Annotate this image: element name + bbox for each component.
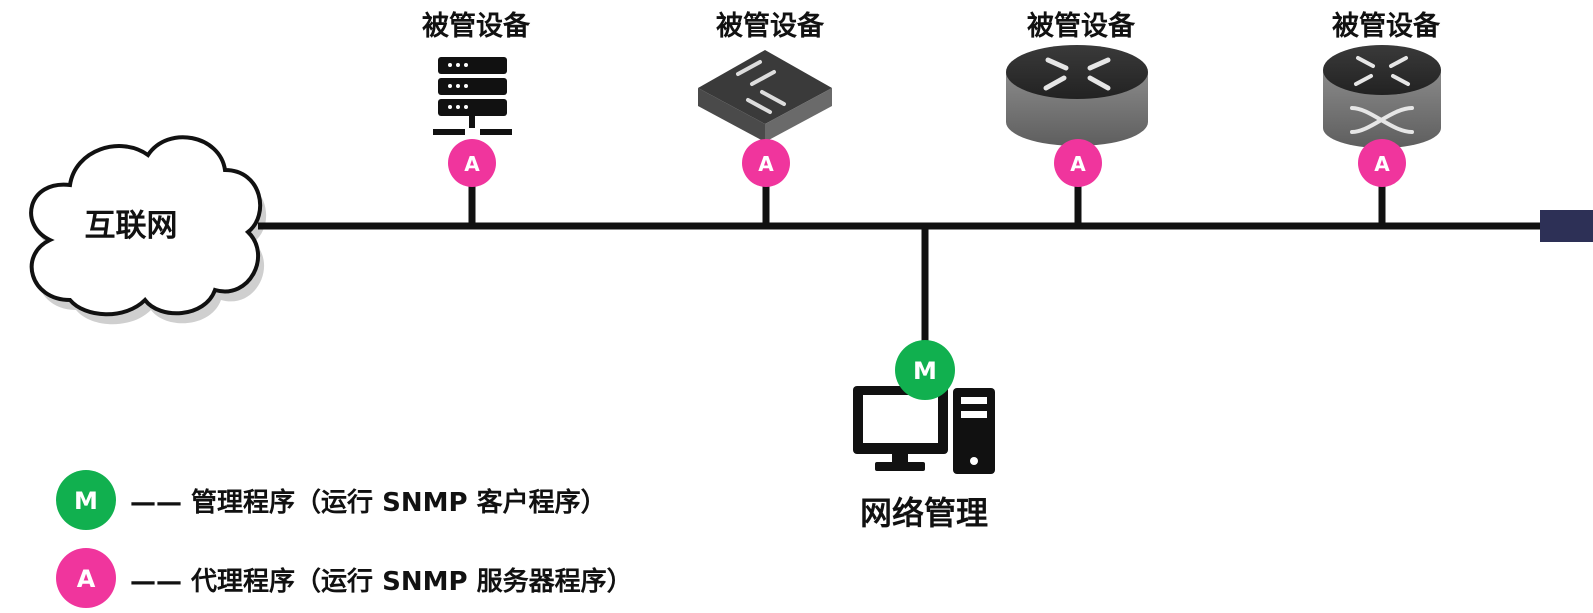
legend-agent-text: —— 代理程序（运行 SNMP 服务器程序） bbox=[130, 567, 633, 597]
agent-badge-text: A bbox=[464, 152, 480, 176]
desktop-computer-icon bbox=[853, 386, 995, 474]
legend-manager-text: —— 管理程序（运行 SNMP 客户程序） bbox=[130, 488, 607, 518]
internet-cloud-icon bbox=[29, 135, 267, 325]
legend-manager-badge: M bbox=[56, 470, 116, 530]
agent-badge-1: A bbox=[448, 139, 496, 187]
agent-badge-2: A bbox=[742, 139, 790, 187]
internet-label: 互联网 bbox=[84, 208, 178, 244]
agent-badge-text: A bbox=[758, 152, 774, 176]
manager-badge-text: M bbox=[913, 357, 937, 385]
svg-text:A: A bbox=[77, 565, 96, 593]
device-label-3: 被管设备 bbox=[1027, 11, 1135, 42]
device-label-1: 被管设备 bbox=[422, 11, 530, 42]
manager-label: 网络管理 bbox=[859, 494, 989, 532]
edge-terminator bbox=[1540, 210, 1593, 242]
agent-badge-3: A bbox=[1054, 139, 1102, 187]
multilayer-switch-icon bbox=[1323, 45, 1441, 148]
server-icon bbox=[433, 57, 512, 135]
svg-text:M: M bbox=[74, 487, 98, 515]
device-label-2: 被管设备 bbox=[716, 11, 824, 42]
agent-badge-text: A bbox=[1070, 152, 1086, 176]
switch-icon bbox=[698, 50, 832, 142]
manager-badge: M bbox=[895, 340, 955, 400]
agent-badge-4: A bbox=[1358, 139, 1406, 187]
router-icon bbox=[1006, 45, 1148, 146]
legend-agent-badge: A bbox=[56, 548, 116, 608]
agent-badge-text: A bbox=[1374, 152, 1390, 176]
device-label-4: 被管设备 bbox=[1332, 11, 1440, 42]
